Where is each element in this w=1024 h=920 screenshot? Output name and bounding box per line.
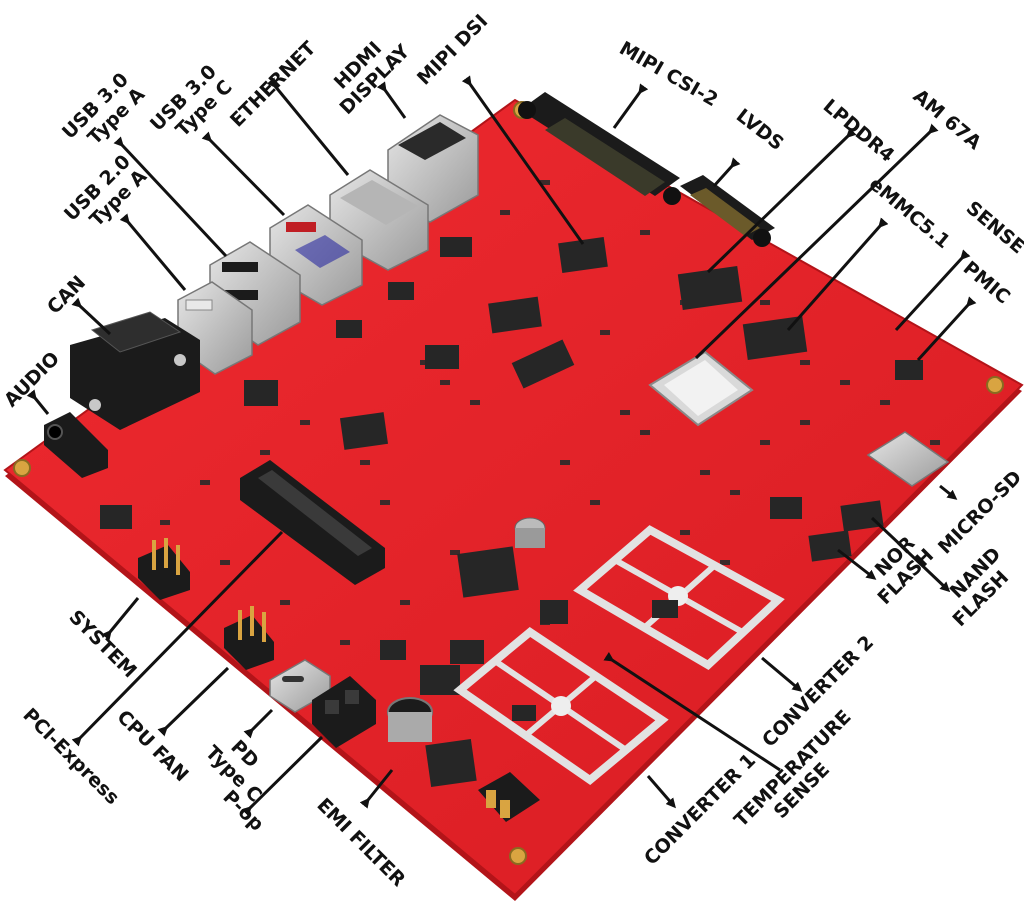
audio-jack bbox=[44, 412, 108, 478]
label-micro-sd: MICRO-SD bbox=[934, 466, 1024, 558]
mipi-csi2-connector bbox=[518, 92, 681, 205]
capacitors bbox=[387, 517, 546, 742]
label-temperature-sense: TEMPERATURESENSE bbox=[730, 706, 871, 847]
ic-chip bbox=[440, 237, 472, 257]
label-mipi-dsi: MIPI DSI bbox=[413, 10, 492, 89]
label-pd-type-c: PDType C bbox=[201, 726, 282, 807]
passive-components bbox=[160, 180, 940, 645]
ic-chip bbox=[244, 380, 278, 406]
ic-chip bbox=[540, 600, 568, 624]
label-lvds: LVDS bbox=[732, 105, 788, 155]
label-cpu-fan: CPU FAN bbox=[112, 706, 192, 786]
pmic-chip bbox=[895, 360, 923, 380]
emi-filter bbox=[425, 739, 540, 822]
label-usb30-type-a: USB 3.0Type A bbox=[58, 68, 149, 159]
label-hdmi-display: HDMIDISPLAY bbox=[320, 25, 414, 119]
label-usb30-type-c: USB 3.0Type C bbox=[146, 60, 237, 151]
ic-chip bbox=[457, 546, 519, 598]
am67a-processor bbox=[648, 350, 754, 427]
pop-connector bbox=[312, 676, 376, 748]
label-can: CAN bbox=[43, 271, 90, 318]
mounting-hole bbox=[509, 847, 527, 865]
pcie-slot bbox=[240, 460, 385, 585]
mipi-dsi-chip bbox=[558, 236, 608, 274]
ic-chip bbox=[425, 345, 459, 369]
label-pci-express: PCI-Express bbox=[18, 704, 123, 809]
system-header bbox=[138, 538, 190, 600]
label-audio: AUDIO bbox=[0, 348, 64, 412]
label-ethernet: ETHERNET bbox=[226, 37, 320, 131]
label-am67a: AM 67A bbox=[909, 85, 986, 154]
label-emmc: eMMC5.1 bbox=[865, 173, 954, 253]
leader-lines bbox=[26, 75, 977, 817]
nand-flash-chip bbox=[840, 500, 884, 532]
label-lpddr4: LPDDR4 bbox=[819, 95, 899, 167]
ic-chip bbox=[488, 296, 542, 334]
label-system: SYSTEM bbox=[64, 606, 140, 682]
lpddr4-chip bbox=[677, 265, 743, 311]
can-connector bbox=[70, 311, 200, 430]
cpu-fan-header bbox=[224, 606, 274, 670]
label-sense: SENSE bbox=[962, 197, 1024, 258]
lvds-connector bbox=[680, 175, 775, 247]
ic-chip bbox=[380, 640, 406, 660]
ic-chip bbox=[339, 412, 389, 450]
ic-chip bbox=[420, 665, 460, 695]
label-mipi-csi2: MIPI CSI-2 bbox=[616, 37, 722, 111]
ic-chip bbox=[100, 505, 132, 529]
label-pmic: PMIC bbox=[959, 257, 1014, 308]
mounting-hole bbox=[986, 376, 1004, 394]
micro-sd-slot bbox=[866, 431, 950, 487]
converter-2-shield bbox=[573, 525, 785, 670]
converter-1-shield bbox=[453, 627, 669, 786]
mounting-hole bbox=[13, 459, 31, 477]
ic-chip bbox=[770, 497, 802, 519]
ic-chip bbox=[511, 339, 575, 389]
label-emi-filter: EMI FILTER bbox=[312, 794, 409, 891]
ic-chip bbox=[450, 640, 484, 664]
ic-chip bbox=[388, 282, 414, 300]
ic-chip bbox=[336, 320, 362, 338]
